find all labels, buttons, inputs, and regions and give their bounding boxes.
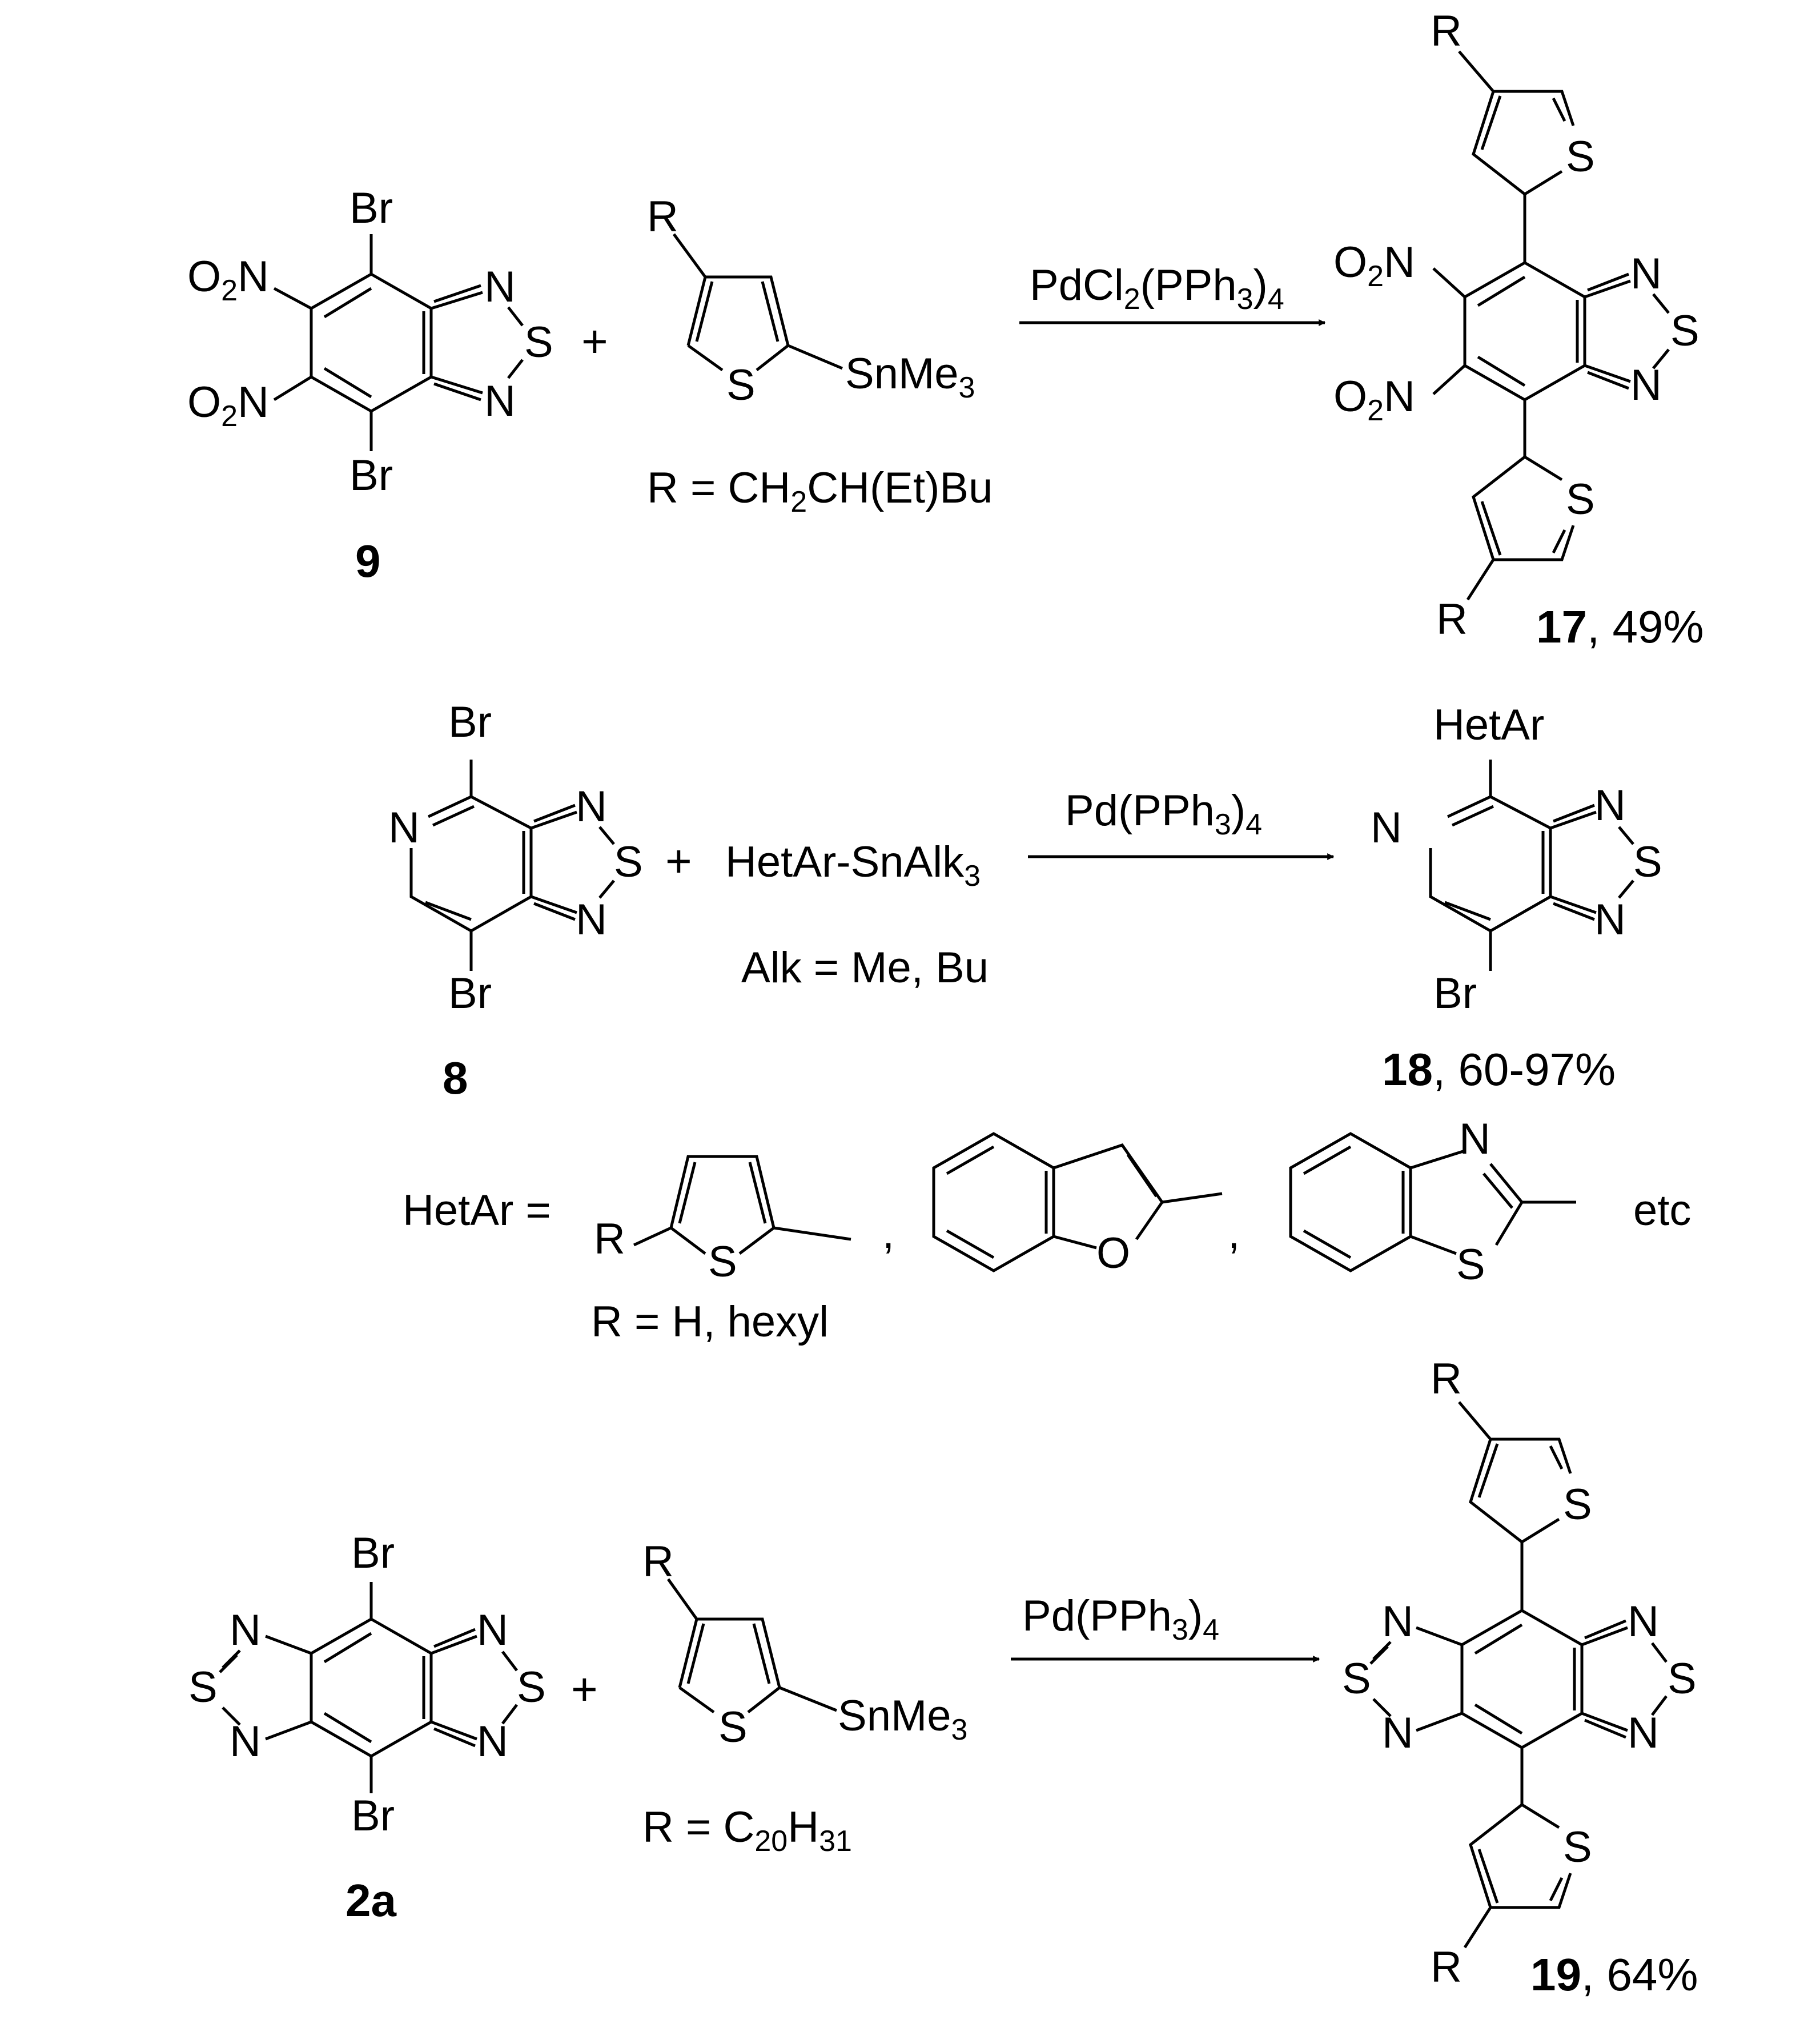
atom-br-bottom: Br [448,969,492,1018]
atom-s-thiophene: S [708,1238,737,1286]
atom-n-right-upper: N [1628,1597,1659,1646]
atom-r-lower-thiophene: R [1431,1943,1462,1991]
compound-label-8: 8 [443,1053,468,1103]
product-label-19: 19, 64% [1530,1949,1698,2000]
atom-s-thiazole: S [1456,1240,1485,1289]
atom-n-right-lower: N [477,1717,508,1766]
heteroaryl-stannane-reagent: HetAr-SnAlk3 [725,838,981,893]
heteroaryl-substituent: HetAr [1433,701,1544,749]
atom-r-thiophene: R [647,192,678,241]
hetar-etc: etc [1633,1186,1691,1235]
separator-comma-1: , [882,1209,894,1258]
compound-2a: Br Br N S N N S N 2a [188,1529,546,1926]
atom-br-bottom: Br [351,1792,395,1840]
hetar-prefix: HetAr = [403,1186,551,1235]
atom-o-furan: O [1096,1229,1130,1278]
nitro-group-lower: O2N [187,378,269,433]
plus-sign-3: + [571,1664,598,1714]
compound-label-9: 9 [355,536,381,587]
atom-n-left-lower: N [1382,1709,1413,1757]
atom-n-lower: N [1630,361,1662,409]
benzofuran-2-yl-structure: O [932,1132,1223,1278]
atom-r-thiophene: R [642,1537,674,1586]
atom-br-bottom: Br [1433,969,1477,1018]
compound-9: Br Br N S N O2N O2N 9 [187,184,553,587]
atom-n-upper: N [1594,781,1626,830]
atom-s-ring: S [524,318,553,367]
plus-sign-1: + [581,316,608,367]
catalyst-label-3: Pd(PPh3)4 [1022,1592,1219,1647]
atom-n-lower: N [576,895,607,944]
atom-n-left-lower: N [230,1717,261,1766]
compound-8: Br Br N N S N 8 [388,698,643,1103]
catalyst-label-1: PdCl2(PPh3)4 [1030,261,1284,316]
atom-s-upper-thiophene: S [1566,132,1595,181]
thiophen-2-yl-structure: S R [594,1155,851,1286]
thiophene-stannane-reagent-3: S R SnMe3 [642,1537,967,1752]
atom-n-thiazole: N [1459,1115,1490,1163]
atom-r-upper-thiophene: R [1431,7,1462,55]
atom-s-thiophene: S [718,1703,748,1752]
separator-comma-2: , [1228,1209,1240,1258]
atom-n-pyridine: N [388,804,420,852]
atom-n-lower: N [484,377,516,425]
hetar-r-definition: R = H, hexyl [591,1298,829,1346]
product-label-17: 17, 49% [1536,601,1704,652]
atom-n-upper: N [484,263,516,311]
trimethylstannyl-group: SnMe3 [838,1692,967,1746]
substituent-definition-r-1: R = CH2CH(Et)Bu [647,464,993,519]
atom-n-right-upper: N [477,1606,508,1654]
atom-r-thiophene: R [594,1215,625,1263]
atom-s-left: S [1342,1654,1371,1703]
atom-n-left-upper: N [1382,1597,1413,1646]
atom-br-top: Br [351,1529,395,1577]
atom-br-top: Br [349,184,393,232]
atom-s-lower-thiophene: S [1566,475,1595,524]
thiophene-stannane-reagent-1: S R SnMe3 [647,192,975,409]
substituent-definition-r-3: R = C20H31 [642,1803,852,1858]
atom-s-right: S [1668,1654,1697,1703]
atom-r-upper-thiophene: R [1431,1355,1462,1403]
nitro-group-upper: O2N [187,252,269,307]
atom-br-bottom: Br [349,451,393,500]
alkyl-definition: Alk = Me, Bu [741,943,989,992]
plus-sign-2: + [665,836,692,886]
atom-br-top: Br [448,698,492,746]
atom-n-pyridine: N [1371,804,1402,852]
compound-17: S R S R N S N O2N O2N 17, 49% [1333,7,1704,652]
compound-label-2a: 2a [345,1875,396,1926]
nitro-group-upper: O2N [1333,238,1415,293]
atom-s-upper-thiophene: S [1563,1480,1592,1529]
atom-r-lower-thiophene: R [1436,595,1468,644]
atom-n-left-upper: N [230,1606,261,1654]
atom-s-ring: S [614,838,643,886]
atom-n-lower: N [1594,895,1626,944]
atom-n-upper: N [1630,250,1662,298]
atom-s-thiophene: S [726,361,756,409]
benzothiazol-2-yl-structure: N S [1289,1115,1576,1289]
atom-n-right-lower: N [1628,1709,1659,1757]
product-label-18: 18, 60-97% [1382,1044,1616,1095]
atom-s-right: S [517,1663,546,1712]
compound-18: HetAr Br N N S N 18, 60-97% [1371,701,1662,1095]
nitro-group-lower: O2N [1333,372,1415,427]
atom-s-left: S [188,1663,218,1712]
trimethylstannyl-group: SnMe3 [845,350,975,404]
atom-s-ring: S [1670,307,1700,355]
catalyst-label-2: Pd(PPh3)4 [1065,786,1262,841]
atom-n-upper: N [576,782,607,831]
compound-19: S R S R N S N N S N 19, 64% [1342,1355,1698,2000]
atom-s-ring: S [1633,838,1662,886]
atom-s-lower-thiophene: S [1563,1823,1592,1872]
